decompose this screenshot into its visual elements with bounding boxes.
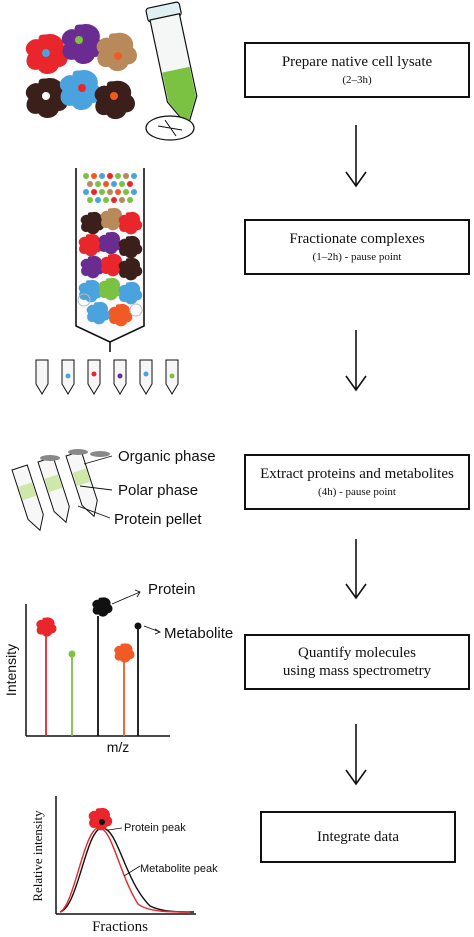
fraction-tubes-row [35, 359, 179, 395]
extraction-label-leaders [77, 455, 113, 519]
step-duration: (4h) - pause point [318, 486, 396, 498]
sonication-probe-icon [157, 119, 183, 137]
step-duration: (1–2h) - pause point [312, 251, 402, 263]
fraction-tube-contents [65, 371, 175, 379]
ms-metabolite-label: Metabolite [164, 625, 233, 642]
ms-y-axis-label: Intensity [3, 644, 19, 696]
step-title: Quantify molecules using mass spectromet… [282, 645, 432, 679]
protein-peak-marker [88, 807, 113, 831]
elution-label-leaders [107, 827, 141, 877]
step-title: Integrate data [316, 829, 400, 845]
step-box-integrate: Integrate data [260, 811, 456, 863]
down-arrow-3 [345, 539, 367, 600]
down-arrow-2 [345, 330, 367, 392]
elution-x-axis-label: Fractions [92, 919, 148, 935]
ms-peaks [45, 616, 139, 736]
down-arrow-4 [345, 724, 367, 786]
polar-phase-label: Polar phase [118, 482, 198, 499]
metabolite-peak-label: Metabolite peak [140, 863, 218, 875]
metabolite-elution-curve [59, 827, 195, 913]
step-box-fractionate: Fractionate complexes (1–2h) - pause poi… [244, 219, 470, 275]
down-arrow-1 [345, 125, 367, 188]
ms-protein-label: Protein [148, 581, 196, 598]
step-title: Prepare native cell lysate [281, 54, 433, 70]
step-box-prepare-lysate: Prepare native cell lysate (2–3h) [244, 42, 470, 98]
ms-x-axis-label: m/z [107, 739, 130, 755]
column-protein-complexes [77, 207, 143, 327]
step-title: Fractionate complexes [289, 231, 425, 247]
step-title: Extract proteins and metabolites [260, 466, 454, 482]
lysate-tube-icon [145, 1, 198, 128]
lysate-proteins-illustration [25, 24, 137, 120]
organic-phase-label: Organic phase [118, 448, 216, 465]
ms-label-leaders [111, 589, 162, 635]
small-molecule-dots [83, 173, 137, 203]
step-box-extract: Extract proteins and metabolites (4h) - … [244, 454, 470, 510]
protein-peak-label: Protein peak [124, 822, 186, 834]
protein-pellet-label: Protein pellet [114, 511, 202, 528]
ms-peak-markers [36, 597, 142, 663]
step-box-quantify: Quantify molecules using mass spectromet… [244, 634, 470, 690]
metabolite-peak-marker [99, 819, 105, 825]
extraction-tubes-icon [11, 449, 110, 532]
step-duration: (2–3h) [342, 74, 372, 86]
protein-elution-curve [59, 827, 191, 913]
elution-plot-axes [55, 796, 196, 915]
elution-y-axis-label: Relative intensity [30, 810, 45, 902]
